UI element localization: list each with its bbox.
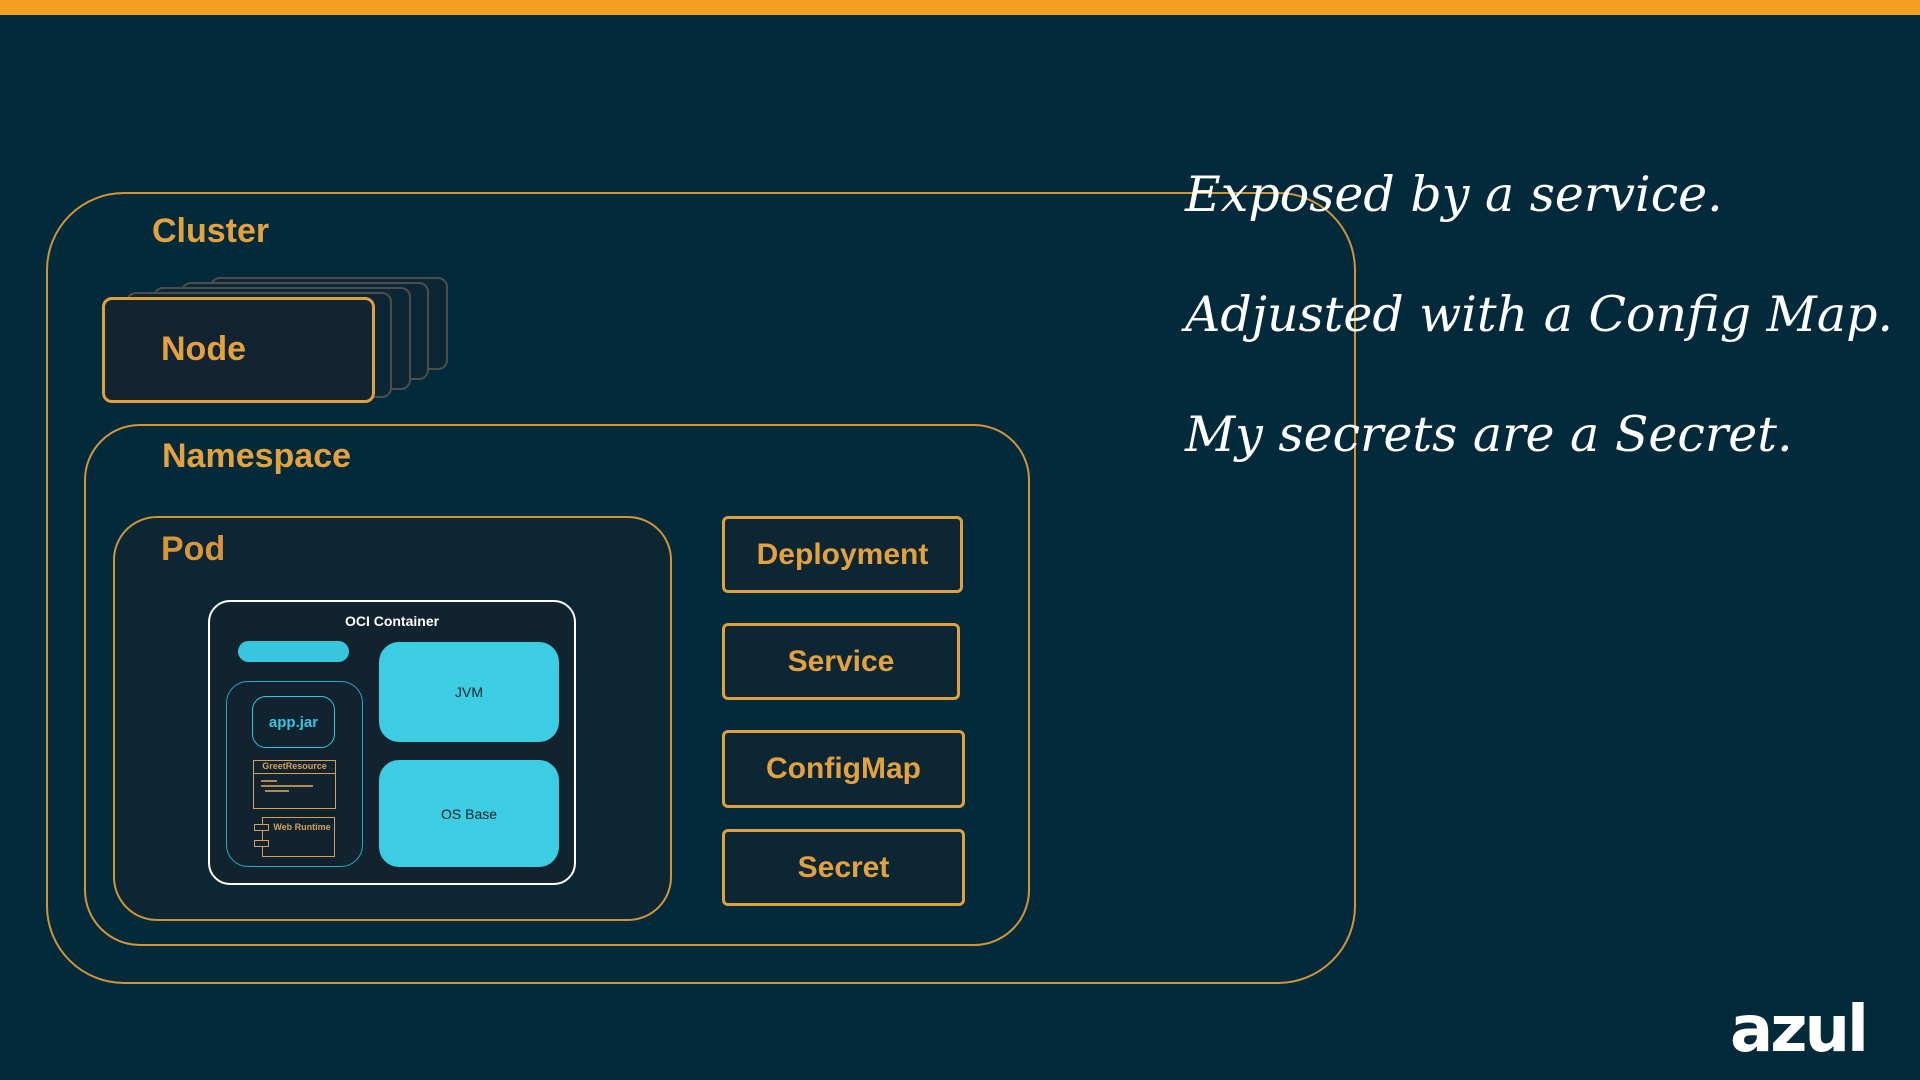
namespace-label: Namespace: [162, 437, 352, 475]
logo-text: azul: [1730, 993, 1866, 1058]
cluster-box: [46, 192, 1356, 984]
quote-line-2: Adjusted with a Config Map.: [1185, 286, 1894, 343]
component-tab-icon: [254, 840, 269, 847]
node-box: [102, 297, 375, 403]
quote-line-1: Exposed by a service.: [1185, 166, 1723, 223]
code-line: [261, 785, 313, 787]
pod-label: Pod: [161, 530, 226, 568]
configmap-box: ConfigMap: [722, 730, 965, 808]
quote-line-3: My secrets are a Secret.: [1185, 406, 1793, 463]
secret-box: Secret: [722, 829, 965, 906]
web-runtime-box: [262, 817, 335, 857]
web-runtime-label: Web Runtime: [273, 822, 331, 832]
jvm-label: JVM: [455, 684, 483, 700]
code-line: [265, 790, 289, 792]
os-base-label: OS Base: [440, 805, 498, 822]
jvm-box: [379, 642, 559, 742]
greet-resource-label: GreetResource: [262, 761, 327, 771]
cluster-label: Cluster: [152, 212, 270, 250]
azul-logo-icon: azul: [1730, 993, 1869, 1058]
app-jar-label: app.jar: [268, 713, 319, 731]
component-tab-icon: [254, 824, 269, 831]
node-label: Node: [161, 330, 246, 368]
os-base-box: [379, 760, 559, 867]
oci-container-label: OCI Container: [344, 613, 440, 629]
app-frame: [226, 681, 363, 867]
app-jar-box: [252, 696, 335, 748]
deployment-box: Deployment: [722, 516, 963, 593]
top-accent-bar: [0, 0, 1920, 15]
greet-resource-divider: [253, 773, 336, 774]
greet-resource-box: [253, 760, 336, 809]
code-line: [261, 780, 277, 782]
jvm-bar-shape: [238, 641, 349, 662]
service-box: Service: [722, 623, 960, 700]
